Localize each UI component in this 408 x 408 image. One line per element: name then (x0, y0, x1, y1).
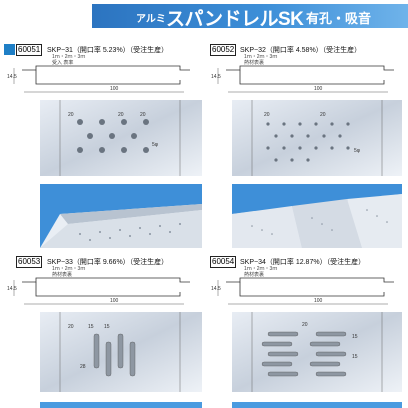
product-photo (232, 184, 402, 248)
perforation-panel: 20 15 15 (232, 312, 402, 392)
pitch-label: 20 (140, 112, 146, 118)
product-note: 受入 表率 (52, 60, 74, 66)
dim-height: 14.5 (7, 286, 17, 292)
photo-strip (232, 402, 402, 408)
dim-height: 14.5 (7, 74, 17, 80)
page-header: アルミ スパンドレルSK 有孔・吸音 (92, 4, 408, 30)
pitch-label: 20 (264, 112, 270, 118)
dim-height: 14.5 (211, 286, 221, 292)
product-title: SKP−33（開口率 9.66%）（受注生産） (47, 259, 169, 266)
slot-label: 28 (80, 364, 86, 370)
product-sizes: 1ｍ・2ｍ・3ｍ (52, 266, 86, 272)
photo-strip (40, 402, 202, 408)
profile-diagram: 14.5 100 (211, 277, 394, 305)
pitch-label: 20 (68, 112, 74, 118)
product-note: 熱材表裏 (244, 272, 265, 278)
header-sub: アルミ (136, 14, 166, 25)
dim-width: 100 (314, 298, 323, 304)
pitch-label: 15 (352, 334, 358, 340)
profile-diagram: 14.5 100 (7, 277, 190, 305)
dim-width: 100 (110, 86, 119, 92)
product-code: 60051 (16, 44, 43, 56)
pitch-label: 20 (320, 112, 326, 118)
product-sizes: 1ｍ・2ｍ・3ｍ (52, 54, 86, 60)
product-title: SKP−32（開口率 4.58%）（受注生産） (240, 47, 362, 54)
product-code: 60052 (210, 44, 237, 56)
dim-width: 100 (314, 86, 323, 92)
pitch-label: 15 (352, 354, 358, 360)
hole-label: 5φ (152, 142, 159, 148)
perforation-panel: 20 20 5φ (232, 100, 402, 176)
hole-label: 5φ (354, 148, 361, 154)
product-sizes: 1ｍ・2ｍ・3ｍ (244, 54, 278, 60)
product-title: SKP−34（開口率 12.87%）（受注生産） (240, 259, 366, 266)
header-title: スパンドレルSK (166, 9, 304, 30)
pitch-label: 20 (118, 112, 124, 118)
product-title: SKP−31（開口率 5.23%）（受注生産） (47, 47, 169, 54)
perforation-panel: 20 20 20 5φ (40, 100, 202, 176)
product-sizes: 1ｍ・2ｍ・3ｍ (244, 266, 278, 272)
pitch-label: 15 (104, 324, 110, 330)
profile-diagram: 14.5 100 (7, 65, 190, 93)
pitch-label: 15 (88, 324, 94, 330)
profile-diagram: 14.5 100 (211, 65, 394, 93)
pitch-label: 20 (68, 324, 74, 330)
product-code: 60053 (16, 256, 43, 268)
dim-height: 14.5 (211, 74, 221, 80)
product-note: 熱材表裏 (52, 272, 73, 278)
dim-width: 100 (110, 298, 119, 304)
section-marker (4, 44, 15, 55)
product-code: 60054 (210, 256, 237, 268)
pitch-label: 20 (302, 322, 308, 328)
product-note: 熱材表裏 (244, 60, 265, 66)
product-photo (40, 184, 202, 248)
perforation-panel: 20 15 15 28 (40, 312, 202, 392)
header-tail: 有孔・吸音 (306, 11, 372, 26)
